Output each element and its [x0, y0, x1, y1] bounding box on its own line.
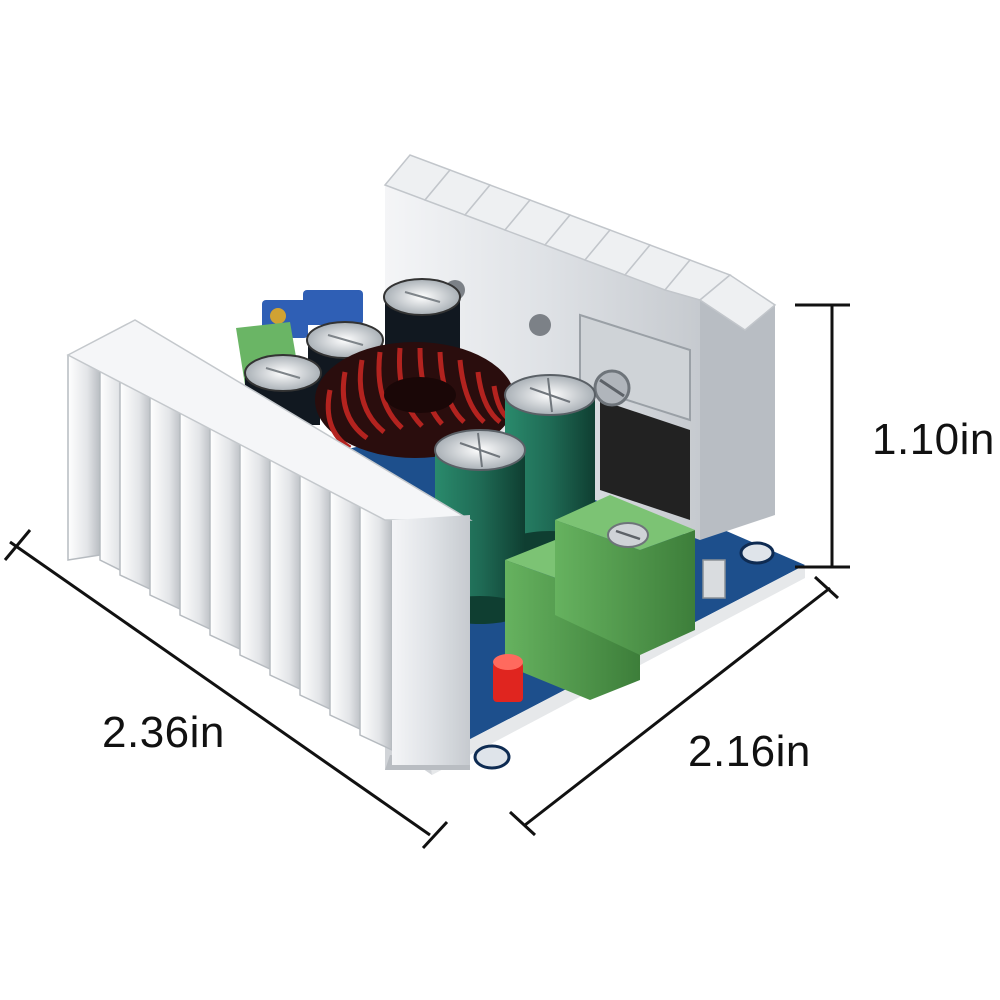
screw-hole [529, 314, 551, 336]
width-dimension-label: 2.16in [688, 727, 811, 776]
screw-terminal-output [555, 495, 695, 655]
mounting-hole [473, 744, 511, 770]
power-transistor [579, 313, 691, 520]
length-dimension-arrow [3, 529, 449, 850]
mounting-hole [739, 541, 775, 565]
height-dimension-label: 1.10in [872, 415, 995, 464]
rear-heatsink [383, 154, 777, 540]
front-heatsink [66, 319, 473, 770]
width-dimension-arrow [508, 575, 840, 837]
toroidal-inductor [315, 342, 515, 458]
smd-component [702, 559, 726, 599]
height-dimension-arrow [795, 303, 850, 569]
small-capacitor [383, 278, 461, 350]
length-dimension-label: 2.36in [102, 708, 225, 757]
indicator-led [493, 654, 523, 702]
